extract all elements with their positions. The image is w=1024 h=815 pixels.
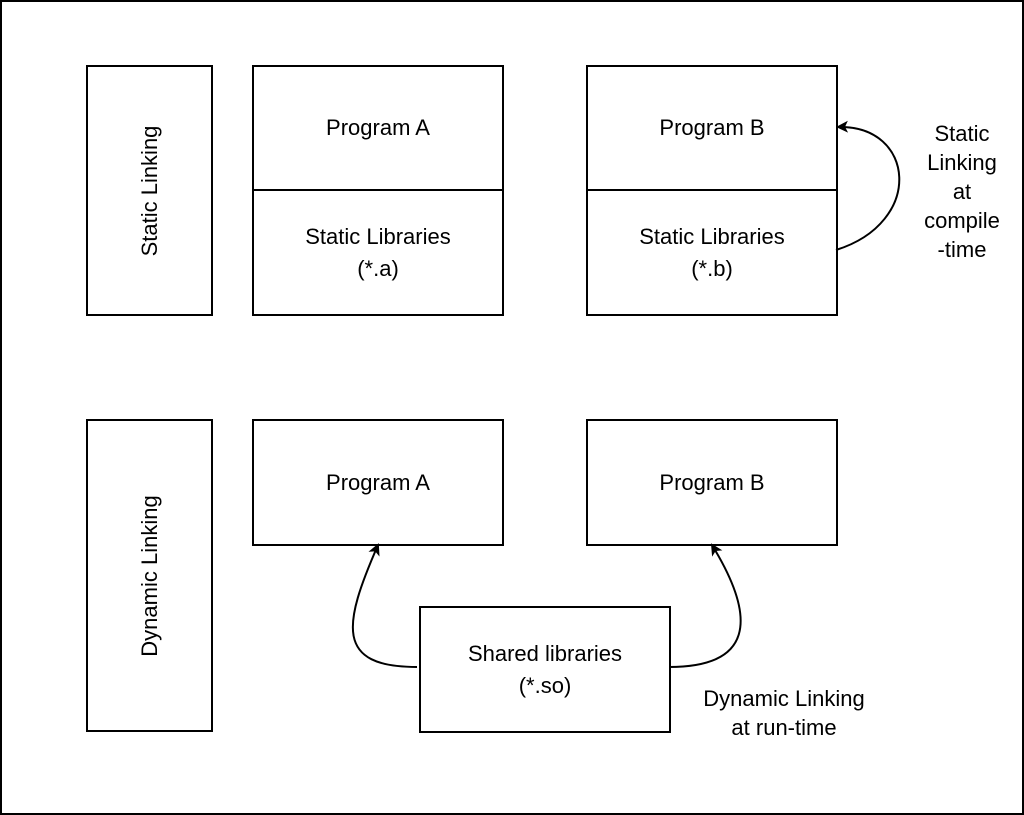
dynamic-program-b-box: Program B (586, 419, 838, 546)
static-annotation-line: Static (934, 121, 990, 146)
static-program-a-title-cell: Program A (254, 67, 502, 191)
static-linking-side-label: Static Linking (136, 125, 162, 256)
shared-libraries-label: Shared libraries (467, 640, 623, 666)
static-annotation-line: compile (924, 208, 1000, 233)
static-libraries-a-ext: (*.a) (357, 255, 399, 281)
static-program-a-title: Program A (326, 115, 430, 140)
static-linking-side-box: Static Linking (86, 65, 213, 316)
static-libraries-b-ext: (*.b) (691, 255, 733, 281)
static-libraries-b-cell: Static Libraries (*.b) (588, 191, 836, 314)
static-libraries-a-label: Static Libraries (305, 223, 451, 249)
static-libraries-b-label: Static Libraries (639, 223, 785, 249)
static-annotation-line: -time (937, 237, 987, 262)
dynamic-program-a-box: Program A (252, 419, 504, 546)
dynamic-annotation-line: Dynamic Linking (703, 686, 865, 711)
static-program-b-box: Program B Static Libraries (*.b) (586, 65, 838, 316)
dynamic-linking-side-label: Dynamic Linking (136, 494, 162, 657)
dynamic-linking-side-box: Dynamic Linking (86, 419, 213, 732)
dynamic-program-b-title: Program B (659, 469, 765, 495)
shared-libraries-cell: Shared libraries (*.so) (421, 608, 669, 731)
static-program-b-title: Program B (659, 115, 765, 140)
static-libraries-a-cell: Static Libraries (*.a) (254, 191, 502, 314)
dynamic-annotation-line: at run-time (731, 715, 837, 740)
dynamic-program-b-cell: Program B (588, 421, 836, 544)
dynamic-program-a-title: Program A (326, 469, 430, 495)
dynamic-linking-annotation: Dynamic Linking at run-time (684, 684, 884, 742)
static-linking-annotation: Static Linking at compile -time (907, 119, 1017, 264)
static-annotation-line: Linking (927, 150, 997, 175)
static-program-a-box: Program A Static Libraries (*.a) (252, 65, 504, 316)
static-annotation-line: at (952, 179, 972, 204)
shared-libraries-ext: (*.so) (518, 672, 572, 698)
shared-libraries-box: Shared libraries (*.so) (419, 606, 671, 733)
static-program-b-title-cell: Program B (588, 67, 836, 191)
dynamic-program-a-cell: Program A (254, 421, 502, 544)
